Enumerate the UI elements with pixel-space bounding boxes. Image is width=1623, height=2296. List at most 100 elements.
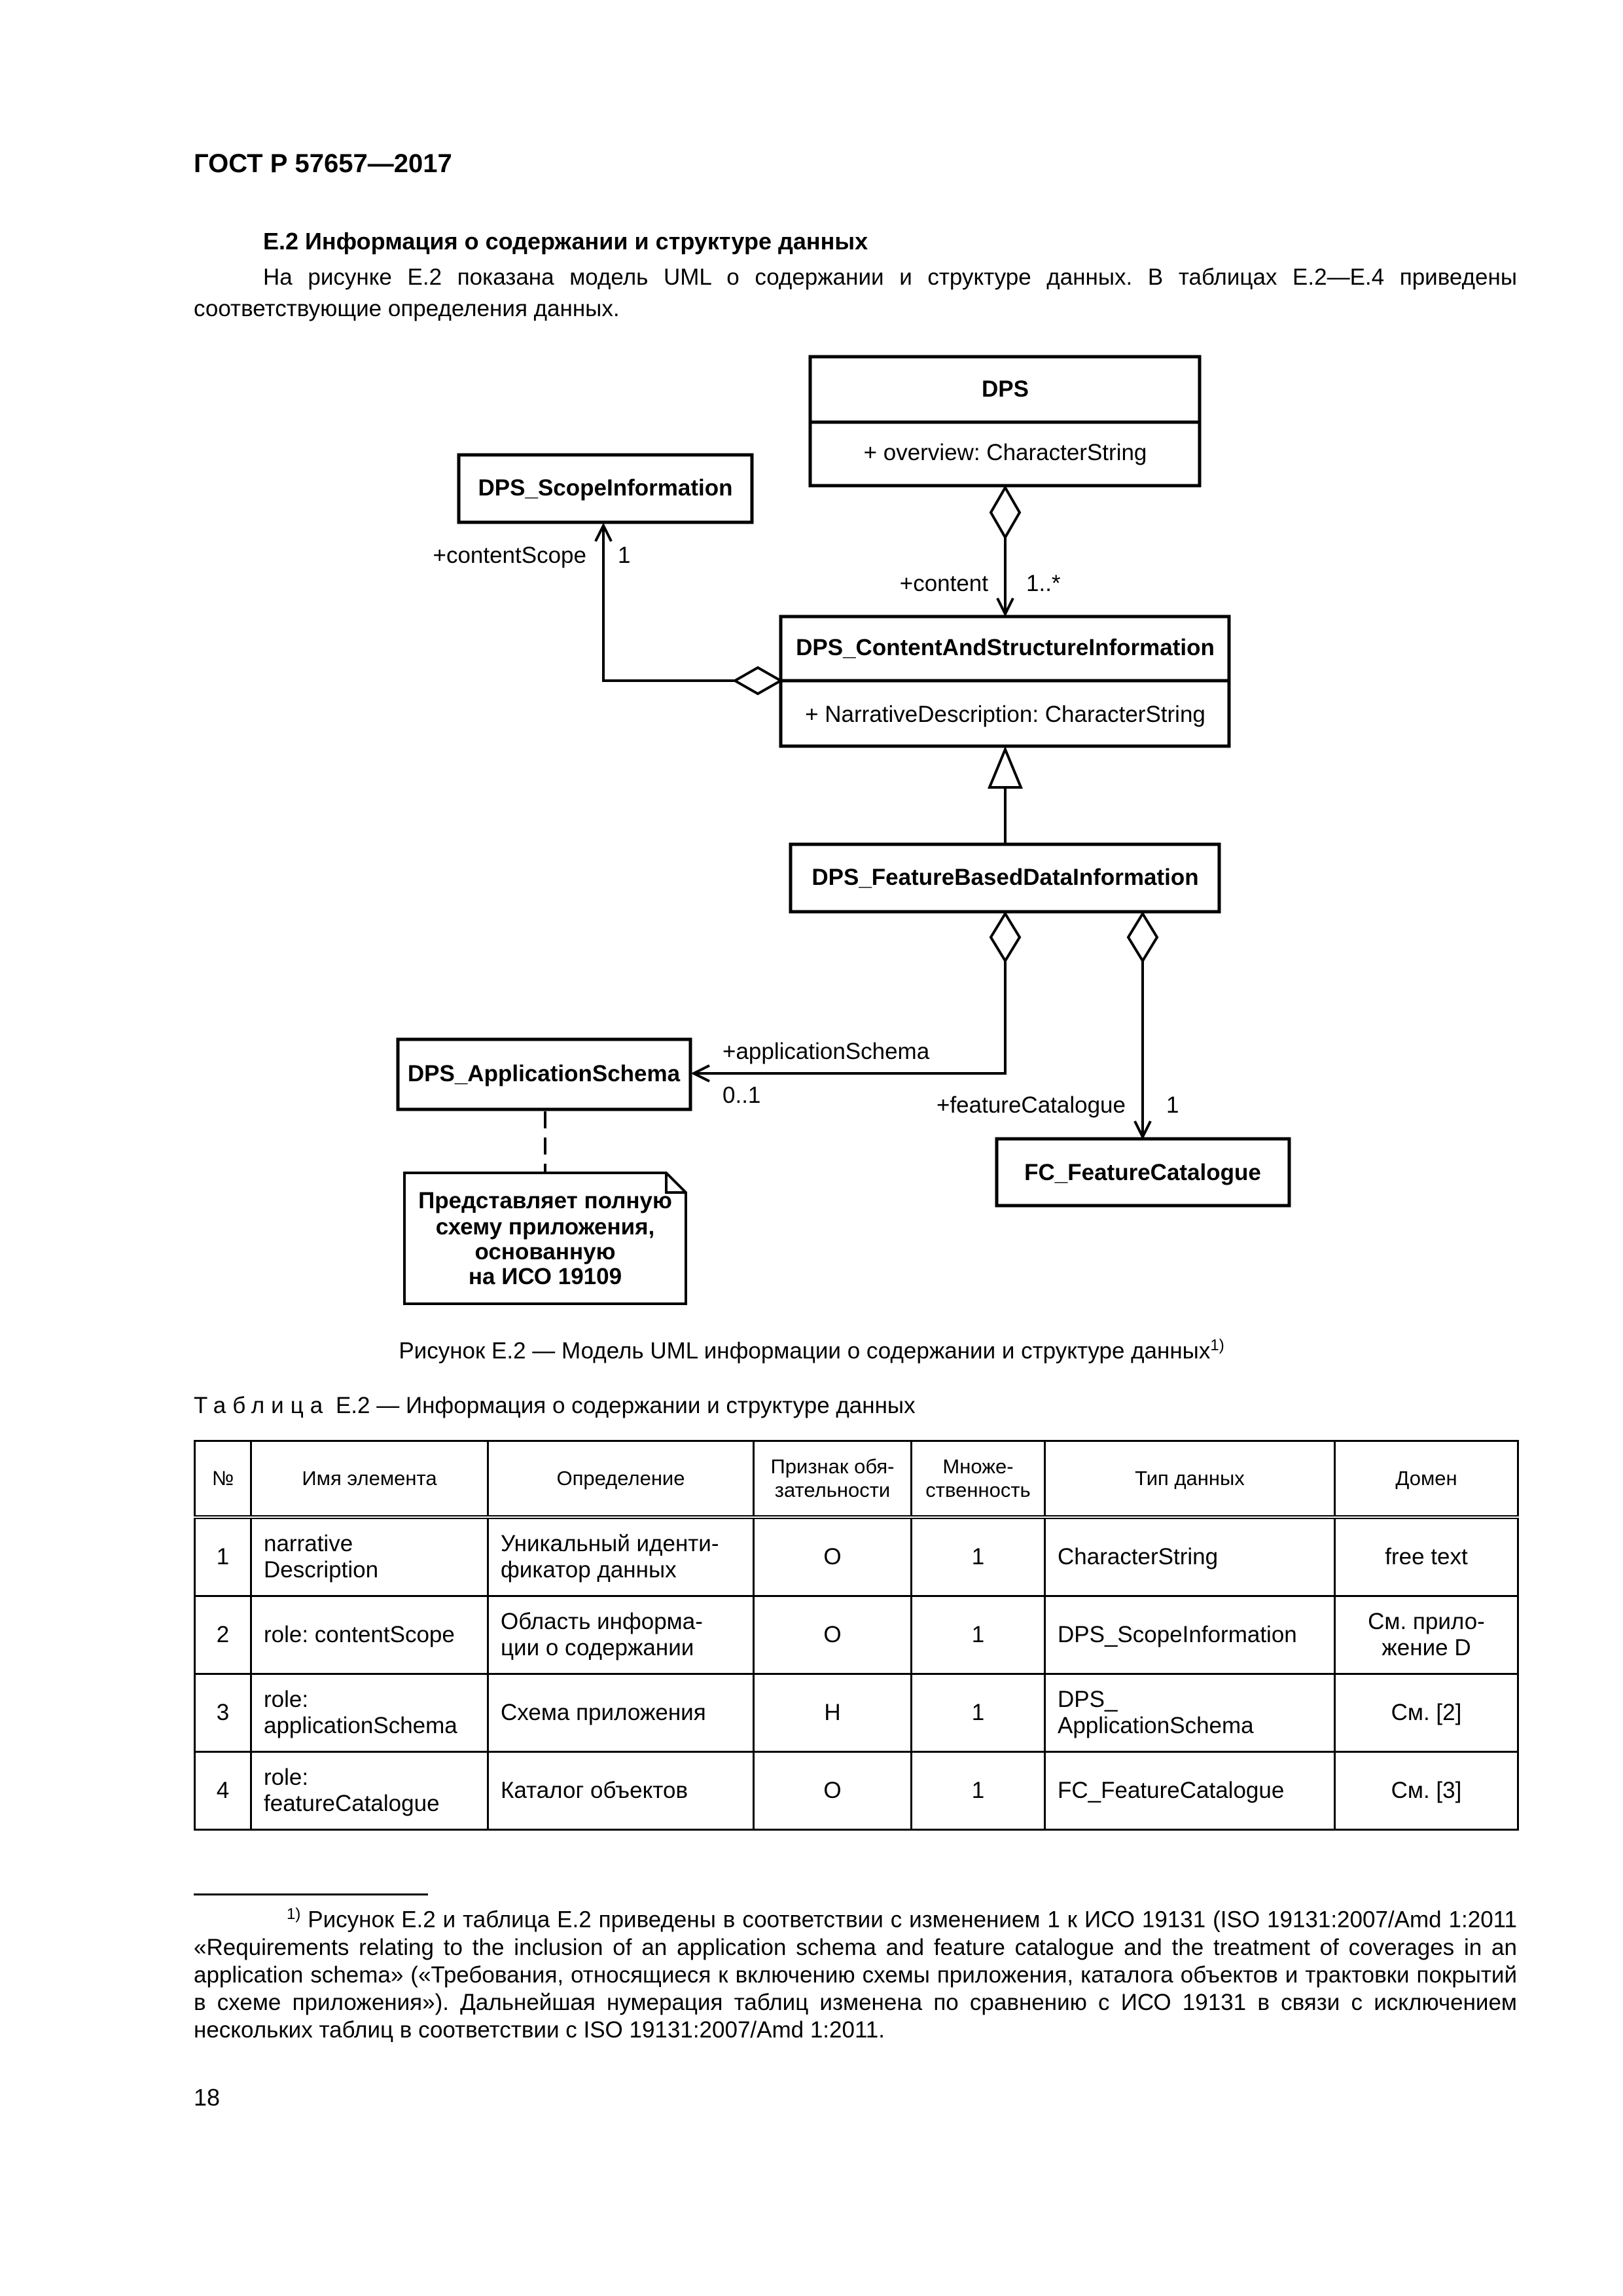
cell-datatype: CharacterString — [1044, 1516, 1336, 1597]
class-content-structure-name: DPS_ContentAndStructureInformation — [796, 635, 1215, 660]
document-header: ГОСТ Р 57657—2017 — [194, 149, 452, 178]
cell-num: 4 — [194, 1751, 252, 1831]
cell-line: Description — [264, 1557, 379, 1583]
table-row: 3 role:applicationSchema Схема приложени… — [194, 1673, 1519, 1753]
cell-datatype: DPS_ApplicationSchema — [1044, 1673, 1336, 1753]
role-feature-catalogue-multiplicity: 1 — [1166, 1092, 1179, 1118]
header-multiplicity-line: Множе- — [942, 1455, 1014, 1478]
note-box — [403, 1172, 687, 1305]
cell-definition: Область информа-ции о содержании — [487, 1595, 755, 1675]
section-heading: Е.2 Информация о содержании и структуре … — [263, 228, 868, 255]
cell-name: role:applicationSchema — [250, 1673, 489, 1753]
header-datatype: Тип данных — [1044, 1440, 1336, 1518]
cell-line: DPS_ScopeInformation — [1058, 1622, 1297, 1647]
arrow-head — [996, 598, 1014, 617]
class-content-structure-attribute: + NarrativeDescription: CharacterString — [805, 702, 1205, 727]
cell-domain: free text — [1334, 1516, 1519, 1597]
note-line: схему приложения, — [436, 1214, 655, 1240]
cell-domain: См. [2] — [1334, 1673, 1519, 1753]
header-obligation: Признак обя-зательности — [753, 1440, 912, 1518]
cell-line: Каталог объектов — [501, 1778, 688, 1803]
cell-line: жение D — [1382, 1635, 1471, 1660]
cell-line: FC_FeatureCatalogue — [1058, 1778, 1285, 1803]
table-title-text: Е.2 — Информация о содержании и структур… — [329, 1393, 916, 1418]
cell-multiplicity: 1 — [910, 1595, 1046, 1675]
role-content-scope: +contentScope — [433, 543, 587, 568]
cell-definition: Уникальный иденти-фикатор данных — [487, 1516, 755, 1597]
role-application-schema: +applicationSchema — [722, 1039, 930, 1064]
arrow-head — [1133, 1121, 1152, 1140]
cell-num: 2 — [194, 1595, 252, 1675]
role-application-schema-multiplicity: 0..1 — [722, 1083, 760, 1108]
role-content: +content — [900, 571, 989, 596]
footnote-text: Рисунок Е.2 и таблица Е.2 приведены в со… — [194, 1907, 1517, 2043]
cell-line: ApplicationSchema — [1058, 1713, 1254, 1738]
aggregation-diamond — [989, 911, 1022, 963]
cell-line: free text — [1385, 1544, 1468, 1570]
table-header-row: № Имя элемента Определение Признак обя-з… — [194, 1440, 1519, 1518]
header-obligation-line: зательности — [774, 1479, 891, 1501]
cell-line: ции о содержании — [501, 1635, 694, 1660]
figure-caption-text: Рисунок Е.2 — Модель UML информации о со… — [399, 1338, 1211, 1364]
table-label: Таблица — [194, 1393, 330, 1418]
aggregation-diamond — [732, 666, 784, 696]
association-line — [602, 526, 735, 682]
data-table: № Имя элемента Определение Признак обя-з… — [194, 1440, 1519, 1831]
page-number: 18 — [194, 2084, 221, 2111]
role-content-multiplicity: 1..* — [1026, 571, 1061, 596]
association-line — [694, 961, 1007, 1075]
note-line: Представляет полную — [418, 1188, 672, 1213]
cell-datatype: DPS_ScopeInformation — [1044, 1595, 1336, 1675]
header-name: Имя элемента — [250, 1440, 489, 1518]
uml-diagram: DPS + overview: CharacterString DPS_Scop… — [396, 355, 1291, 1305]
cell-line: См. [2] — [1391, 1700, 1462, 1725]
table-row: 4 role:featureCatalogue Каталог объектов… — [194, 1751, 1519, 1831]
cell-line: Схема приложения — [501, 1700, 706, 1725]
footnote-mark: 1) — [287, 1905, 301, 1923]
table-row: 2 role: contentScope Область информа-ции… — [194, 1595, 1519, 1675]
cell-line: Область информа- — [501, 1609, 703, 1634]
class-application-schema-name: DPS_ApplicationSchema — [408, 1061, 681, 1086]
header-domain: Домен — [1334, 1440, 1519, 1518]
arrow-head — [594, 522, 613, 542]
cell-line: См. [3] — [1391, 1778, 1462, 1803]
header-definition: Определение — [487, 1440, 755, 1518]
role-feature-catalogue: +featureCatalogue — [936, 1092, 1126, 1118]
class-dps-attribute: + overview: CharacterString — [864, 440, 1147, 465]
table-title: Таблица Е.2 — Информация о содержании и … — [194, 1393, 916, 1419]
footnote: 1) Рисунок Е.2 и таблица Е.2 приведены в… — [194, 1901, 1517, 2044]
cell-line: role: — [264, 1687, 309, 1712]
class-dps-name: DPS — [982, 376, 1029, 402]
cell-multiplicity: 1 — [910, 1516, 1046, 1597]
class-scope-info-box — [457, 453, 754, 524]
role-content-scope-multiplicity: 1 — [618, 543, 630, 568]
footnote-divider — [194, 1893, 428, 1895]
cell-num: 1 — [194, 1516, 252, 1597]
cell-line: applicationSchema — [264, 1713, 457, 1738]
cell-obligation: О — [753, 1751, 912, 1831]
cell-num: 3 — [194, 1673, 252, 1753]
aggregation-diamond — [1126, 911, 1159, 963]
cell-domain: См. [3] — [1334, 1751, 1519, 1831]
cell-line: role: contentScope — [264, 1622, 455, 1647]
arrow-head — [690, 1064, 710, 1083]
cell-definition: Каталог объектов — [487, 1751, 755, 1831]
cell-datatype: FC_FeatureCatalogue — [1044, 1751, 1336, 1831]
class-application-schema-box — [396, 1037, 692, 1111]
cell-obligation: О — [753, 1516, 912, 1597]
cell-line: фикатор данных — [501, 1557, 677, 1583]
header-multiplicity-line: ственность — [925, 1479, 1031, 1501]
cell-line: narrative — [264, 1531, 353, 1556]
cell-line: role: — [264, 1765, 309, 1790]
header-obligation-line: Признак обя- — [770, 1455, 895, 1478]
cell-obligation: О — [753, 1595, 912, 1675]
cell-line: Уникальный иденти- — [501, 1531, 719, 1556]
class-scope-info-name: DPS_ScopeInformation — [478, 475, 733, 501]
note-line: основанную — [474, 1239, 615, 1265]
cell-line: DPS_ — [1058, 1687, 1118, 1712]
figure-caption: Рисунок Е.2 — Модель UML информации о со… — [0, 1336, 1623, 1365]
aggregation-diamond — [989, 485, 1022, 540]
cell-multiplicity: 1 — [910, 1751, 1046, 1831]
